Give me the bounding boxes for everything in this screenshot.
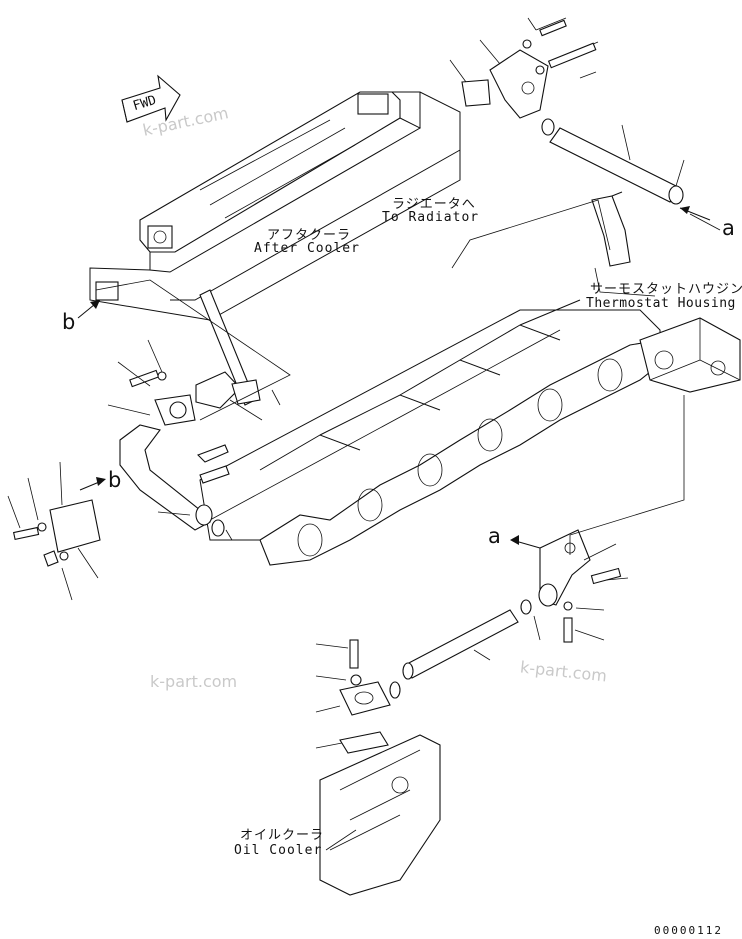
drawing-code: 00000112 [654,924,723,937]
ref-arrows [77,206,711,549]
thermostat-jp-label: サーモスタットハウジング [590,282,742,297]
thermostat-housing [639,317,741,393]
outlet-pipe [389,529,622,699]
to-radiator-jp-label: ラジエータへ [392,197,476,212]
oil-cooler [319,639,441,896]
oil-cooler-en-label: Oil Cooler [234,843,323,858]
engine-blocks [199,299,661,541]
radiator-hose [461,17,684,267]
ref-b-lower: b [108,468,122,492]
water-manifold [259,339,666,566]
thermostat-en-label: Thermostat Housing [586,296,736,311]
ref-b-left: b [62,310,76,334]
ref-a-top: a [722,216,735,240]
fwd-arrow-icon [121,74,181,123]
bypass-hose [12,289,261,567]
to-radiator-en-label: To Radiator [382,210,480,225]
ref-a-lower: a [488,524,501,548]
oil-cooler-jp-label: オイルクーラ [240,828,325,843]
watermark-2: k-part.com [150,672,238,691]
after-cooler [89,91,461,321]
after-cooler-en-label: After Cooler [254,241,360,256]
after-cooler-jp-label: アフタクーラ [267,228,352,243]
leader-lines [7,17,721,851]
